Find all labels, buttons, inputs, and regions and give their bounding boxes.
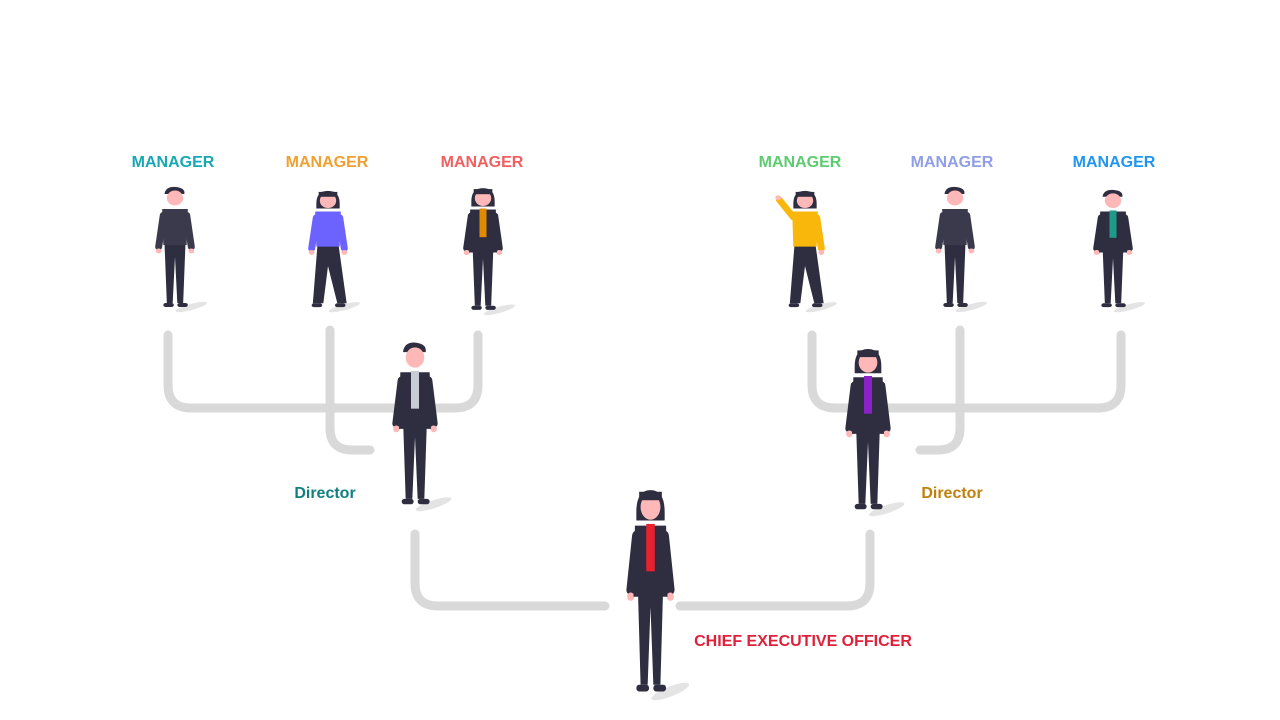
manager-label-1: MANAGER bbox=[131, 154, 215, 171]
manager-figure-3 bbox=[448, 185, 518, 318]
shadow bbox=[328, 302, 360, 313]
shirt bbox=[942, 209, 968, 245]
director-label-right: Director bbox=[921, 485, 983, 502]
pants bbox=[472, 244, 494, 306]
shadow bbox=[415, 497, 452, 512]
shirt bbox=[411, 370, 419, 409]
shadow bbox=[651, 682, 690, 701]
connector-right-managers bbox=[807, 330, 1126, 413]
shadow bbox=[955, 301, 987, 313]
manager-figure-4 bbox=[770, 188, 840, 315]
manager-label-2: MANAGER bbox=[285, 154, 369, 171]
shoe bbox=[812, 303, 823, 308]
shoe bbox=[943, 303, 954, 307]
connector-left-managers bbox=[163, 330, 483, 413]
pants bbox=[637, 583, 664, 685]
connector-right-middle bbox=[915, 325, 965, 455]
shadow bbox=[805, 302, 837, 313]
manager-figure-1 bbox=[140, 185, 210, 315]
pants bbox=[1102, 244, 1124, 304]
connector-left-middle bbox=[325, 325, 375, 455]
shirt bbox=[315, 211, 341, 247]
shoe bbox=[636, 684, 650, 692]
shoe bbox=[854, 503, 867, 510]
director-figure-right bbox=[828, 345, 908, 520]
shoe bbox=[471, 305, 482, 310]
shadow bbox=[1113, 302, 1145, 313]
face bbox=[946, 190, 964, 206]
manager-label-5: MANAGER bbox=[910, 154, 994, 171]
pants bbox=[789, 244, 824, 304]
shoe bbox=[401, 498, 414, 505]
shirt bbox=[792, 211, 818, 247]
shadow bbox=[868, 502, 905, 517]
shoe bbox=[870, 503, 883, 510]
face bbox=[166, 190, 184, 206]
shoe bbox=[177, 303, 188, 307]
shirt bbox=[479, 208, 487, 238]
shoe bbox=[957, 303, 968, 307]
shoe bbox=[311, 303, 323, 308]
face bbox=[405, 347, 425, 368]
manager-figure-6 bbox=[1078, 188, 1148, 315]
pants bbox=[164, 243, 186, 303]
director-label-left: Director bbox=[294, 485, 356, 502]
face bbox=[474, 190, 492, 206]
manager-figure-2 bbox=[293, 188, 363, 315]
pants bbox=[944, 243, 966, 303]
pants bbox=[312, 244, 347, 304]
shoe bbox=[1101, 303, 1112, 308]
connector-ceo-right bbox=[675, 529, 875, 611]
shirt bbox=[864, 375, 872, 414]
shoe bbox=[485, 305, 496, 310]
face bbox=[796, 193, 814, 209]
shoe bbox=[1115, 303, 1126, 308]
shirt bbox=[162, 209, 188, 245]
shoe bbox=[788, 303, 800, 308]
pants bbox=[403, 418, 427, 499]
ceo-figure bbox=[608, 485, 693, 705]
pants bbox=[856, 423, 880, 504]
shirt bbox=[646, 523, 655, 572]
shoe bbox=[417, 498, 430, 505]
shoe bbox=[653, 684, 667, 692]
manager-figure-5 bbox=[920, 185, 990, 315]
face bbox=[640, 494, 661, 520]
shadow bbox=[175, 301, 207, 313]
shadow bbox=[483, 304, 515, 316]
shirt bbox=[1109, 210, 1117, 238]
shoe bbox=[163, 303, 174, 307]
face bbox=[1104, 193, 1122, 209]
manager-label-4: MANAGER bbox=[758, 154, 842, 171]
manager-label-3: MANAGER bbox=[440, 154, 524, 171]
shoe bbox=[335, 303, 346, 308]
connector-ceo-left bbox=[410, 529, 610, 611]
manager-label-6: MANAGER bbox=[1072, 154, 1156, 171]
director-figure-left bbox=[375, 340, 455, 515]
face bbox=[858, 352, 878, 373]
face bbox=[319, 193, 337, 209]
ceo-label: CHIEF EXECUTIVE OFFICER bbox=[694, 633, 912, 650]
